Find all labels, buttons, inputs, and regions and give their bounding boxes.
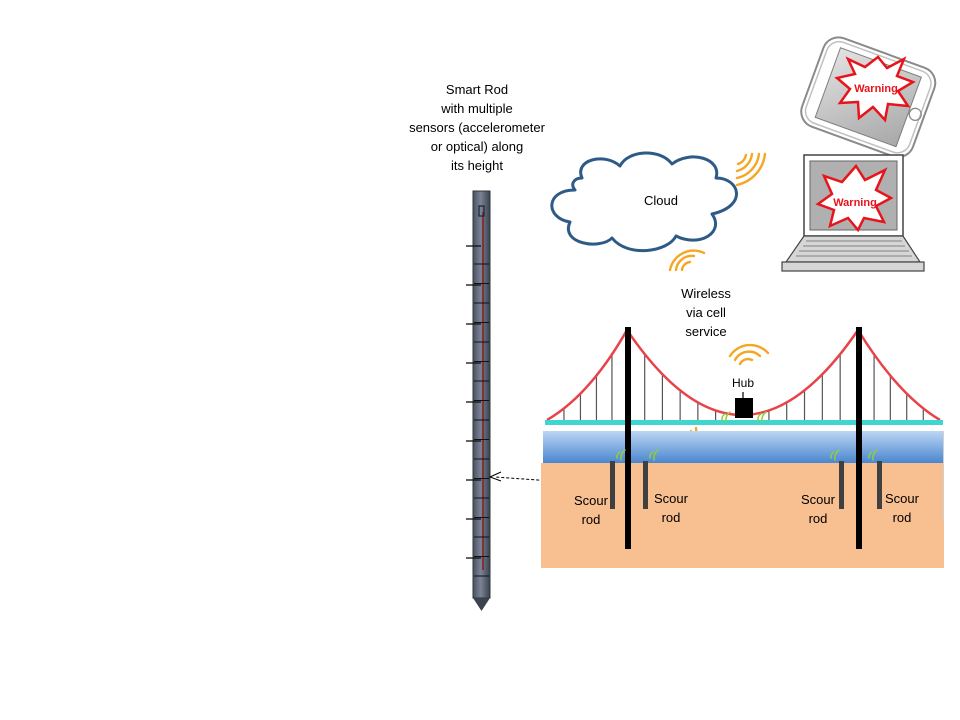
scour-rod-label-1: Scour rod xyxy=(574,493,608,527)
cloud-shape xyxy=(550,151,738,253)
scour-rod-3 xyxy=(839,461,844,509)
soil xyxy=(541,463,944,568)
signal-icon-wireless xyxy=(668,249,706,272)
signal-icon-cloud xyxy=(735,152,767,187)
scour-rod-1 xyxy=(610,461,615,509)
wireless-label: Wireless via cell service xyxy=(681,286,731,339)
scour-rod-4 xyxy=(877,461,882,509)
bridge-deck xyxy=(545,420,943,425)
laptop-warning-burst xyxy=(815,163,894,233)
scour-rod-2 xyxy=(643,461,648,509)
scour-rod-label-3: Scour rod xyxy=(801,492,835,526)
smartphone: Warning xyxy=(800,36,937,159)
smart-rod-caption: Smart Rod with multiple sensors (acceler… xyxy=(409,82,545,173)
scour-rod-label-2: Scour rod xyxy=(654,491,688,525)
smart-rod xyxy=(466,190,491,611)
water xyxy=(543,431,944,463)
laptop-keyboard xyxy=(796,240,912,257)
cloud-label: Cloud xyxy=(644,193,678,208)
hub-label: Hub xyxy=(731,376,754,390)
laptop: Warning xyxy=(781,154,925,272)
main-cable-right xyxy=(856,329,941,422)
rod-signal-icons xyxy=(616,411,878,461)
hub-box xyxy=(735,398,753,418)
phone-warning-burst xyxy=(834,55,916,123)
bridge-scene xyxy=(541,327,944,568)
tower-left xyxy=(625,327,631,549)
phone-warning-text: Warning xyxy=(854,83,898,95)
smart-rod-top-sensor xyxy=(478,205,485,217)
signal-icon-hub xyxy=(728,343,770,366)
bridge-hangers xyxy=(563,354,924,420)
laptop-warning-text: Warning xyxy=(833,197,877,209)
scour-rod-label-4: Scour rod xyxy=(885,491,919,525)
smart-rod-sensors xyxy=(466,245,489,577)
main-cable-left xyxy=(546,329,629,422)
tower-right xyxy=(856,327,862,549)
soil-right-edge xyxy=(943,431,944,521)
